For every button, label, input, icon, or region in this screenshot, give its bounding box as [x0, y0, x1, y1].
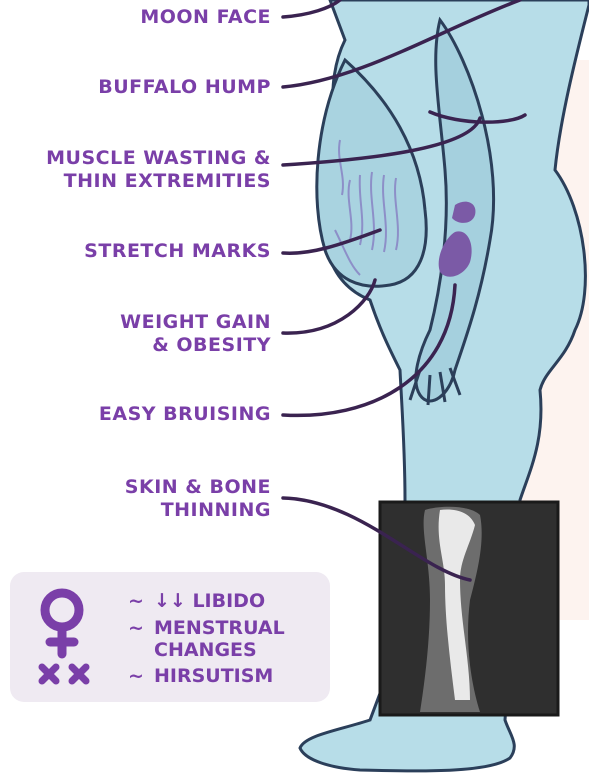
label-skin-bone-line1: SKIN & BONE: [125, 476, 271, 499]
female-effects-box: ~↓↓ LIBIDO ~MENSTRUAL CHANGES ~HIRSUTISM: [10, 572, 330, 702]
label-muscle-wasting-line2: THIN EXTREMITIES: [46, 170, 271, 193]
label-weight-gain-line1: WEIGHT GAIN: [120, 311, 271, 334]
legend-bullet: ~: [128, 665, 154, 687]
label-skin-bone-line2: THINNING: [125, 499, 271, 522]
label-muscle-wasting: MUSCLE WASTING & THIN EXTREMITIES: [46, 147, 271, 193]
label-weight-gain-line2: & OBESITY: [120, 334, 271, 357]
bruise-upper: [452, 202, 475, 223]
legend-item-menstrual-line2: CHANGES: [128, 639, 285, 661]
label-skin-bone: SKIN & BONE THINNING: [125, 476, 271, 522]
label-easy-bruising-line: EASY BRUISING: [99, 403, 271, 426]
label-stretch-marks-line: STRETCH MARKS: [84, 240, 271, 263]
label-stretch-marks: STRETCH MARKS: [84, 240, 271, 263]
label-easy-bruising: EASY BRUISING: [99, 403, 271, 426]
legend-item-menstrual-line1: MENSTRUAL: [154, 617, 285, 639]
label-moon-face: MOON FACE: [140, 6, 271, 29]
legend-item-libido-text: ↓↓ LIBIDO: [154, 590, 265, 612]
label-moon-face-line: MOON FACE: [140, 6, 271, 29]
label-buffalo-hump: BUFFALO HUMP: [98, 76, 271, 99]
label-buffalo-hump-line: BUFFALO HUMP: [98, 76, 271, 99]
legend-icons: [10, 572, 120, 702]
x-mark-icon: [42, 667, 86, 681]
legend-bullet: ~: [128, 617, 154, 639]
label-muscle-wasting-line1: MUSCLE WASTING &: [46, 147, 271, 170]
label-weight-gain: WEIGHT GAIN & OBESITY: [120, 311, 271, 357]
legend-item-hirsutism-text: HIRSUTISM: [154, 665, 273, 687]
legend-item-libido: ~↓↓ LIBIDO: [128, 590, 265, 612]
legend-item-hirsutism: ~HIRSUTISM: [128, 665, 273, 687]
legend-bullet: ~: [128, 590, 154, 612]
legend-item-menstrual: ~MENSTRUAL CHANGES: [128, 617, 285, 661]
female-symbol-icon: [45, 593, 79, 654]
